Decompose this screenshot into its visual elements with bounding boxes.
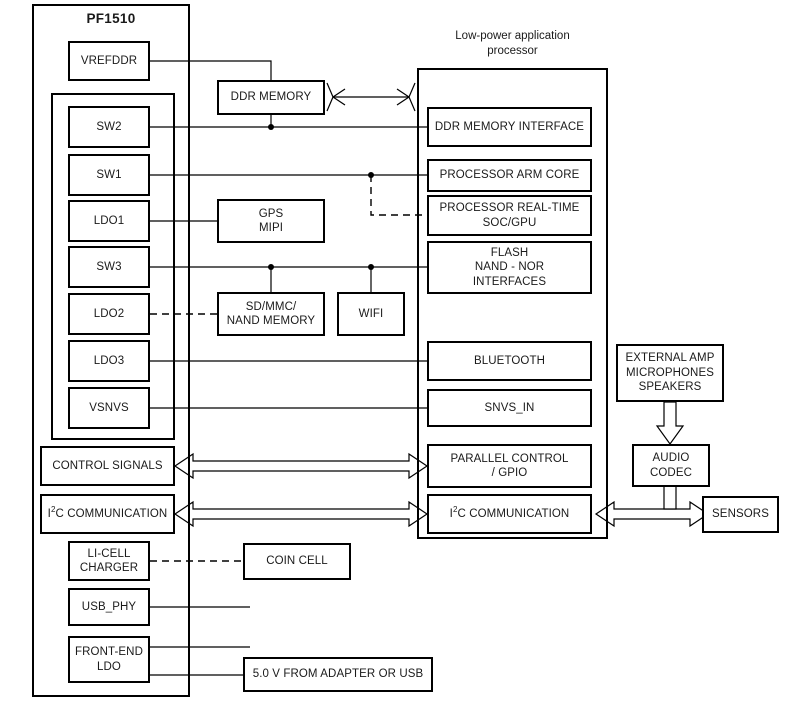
audio-line2: CODEC bbox=[649, 466, 693, 479]
li-cell-line1: LI-CELL bbox=[87, 547, 131, 560]
block-sw1[interactable]: SW1 bbox=[68, 154, 150, 196]
block-wifi[interactable]: WIFI bbox=[337, 292, 405, 336]
i2c-label-processor: I2C COMMUNICATION bbox=[449, 504, 570, 520]
block-gps-mipi[interactable]: GPS MIPI bbox=[217, 199, 325, 243]
block-ldo3[interactable]: LDO3 bbox=[68, 340, 150, 382]
pmic-outer-boundary bbox=[32, 4, 190, 697]
block-audio-codec[interactable]: AUDIO CODEC bbox=[632, 444, 710, 487]
block-vsnvs[interactable]: VSNVS bbox=[68, 387, 150, 429]
block-usb-phy[interactable]: USB_PHY bbox=[68, 588, 150, 626]
gps-line2: MIPI bbox=[258, 222, 284, 234]
block-processor-arm-core[interactable]: PROCESSOR ARM CORE bbox=[427, 159, 592, 192]
block-bluetooth[interactable]: BLUETOOTH bbox=[427, 341, 592, 381]
parallel-line1: PARALLEL CONTROL bbox=[450, 452, 569, 465]
processor-title-line1: Low-power application bbox=[455, 30, 570, 42]
regulator-group-boundary bbox=[51, 93, 175, 440]
block-sensors[interactable]: SENSORS bbox=[702, 496, 779, 533]
block-coin-cell[interactable]: COIN CELL bbox=[243, 543, 351, 580]
block-snvs-in[interactable]: SNVS_IN bbox=[427, 389, 592, 427]
parallel-line2: / GPIO bbox=[491, 467, 528, 479]
front-end-line1: FRONT-END bbox=[75, 646, 143, 659]
gps-line1: GPS bbox=[258, 207, 284, 220]
front-end-line2: LDO bbox=[97, 660, 121, 673]
block-sw2[interactable]: SW2 bbox=[68, 106, 150, 148]
sd-line2: NAND MEMORY bbox=[226, 315, 316, 327]
block-flash-nand-nor-interfaces[interactable]: FLASH NAND - NOR INTERFACES bbox=[427, 241, 592, 294]
processor-outer-boundary bbox=[417, 68, 608, 539]
block-ddr-memory[interactable]: DDR MEMORY bbox=[217, 80, 325, 115]
ext-amp-line1: EXTERNAL AMP bbox=[625, 352, 715, 365]
block-ldo2[interactable]: LDO2 bbox=[68, 293, 150, 335]
block-processor-real-time-soc-gpu[interactable]: PROCESSOR REAL-TIME SOC/GPU bbox=[427, 195, 592, 236]
realtime-line1: PROCESSOR REAL-TIME bbox=[439, 202, 580, 215]
block-external-amp-microphones-speakers[interactable]: EXTERNAL AMP MICROPHONES SPEAKERS bbox=[616, 344, 724, 402]
i2c-label-pmic: I2C COMMUNICATION bbox=[47, 504, 168, 520]
processor-title-line2: processor bbox=[487, 44, 538, 57]
block-ddr-memory-interface[interactable]: DDR MEMORY INTERFACE bbox=[427, 107, 592, 147]
audio-line1: AUDIO bbox=[652, 452, 690, 465]
block-front-end-ldo[interactable]: FRONT-END LDO bbox=[68, 636, 150, 683]
realtime-line2: SOC/GPU bbox=[482, 216, 537, 229]
flash-line1: FLASH bbox=[490, 246, 529, 259]
ext-amp-line3: SPEAKERS bbox=[638, 381, 702, 394]
block-parallel-control-gpio[interactable]: PARALLEL CONTROL / GPIO bbox=[427, 444, 592, 488]
processor-title: Low-power application processor bbox=[417, 29, 608, 59]
block-ldo1[interactable]: LDO1 bbox=[68, 200, 150, 242]
page-title: PF1510 bbox=[86, 11, 136, 26]
block-li-cell-charger[interactable]: LI-CELL CHARGER bbox=[68, 541, 150, 581]
block-sd-mmc-nand-memory[interactable]: SD/MMC/ NAND MEMORY bbox=[217, 292, 325, 336]
flash-line2: NAND - NOR bbox=[474, 261, 545, 274]
flash-line3: INTERFACES bbox=[472, 275, 547, 288]
block-adapter-5v[interactable]: 5.0 V FROM ADAPTER OR USB bbox=[243, 657, 433, 692]
ext-amp-line2: MICROPHONES bbox=[626, 366, 714, 379]
block-control-signals[interactable]: CONTROL SIGNALS bbox=[40, 446, 175, 486]
block-i2c-communication-pmic[interactable]: I2C COMMUNICATION bbox=[40, 494, 175, 534]
li-cell-line2: CHARGER bbox=[79, 562, 139, 574]
block-sw3[interactable]: SW3 bbox=[68, 246, 150, 288]
block-vrefddr[interactable]: VREFDDR bbox=[68, 41, 150, 81]
block-i2c-communication-processor[interactable]: I2C COMMUNICATION bbox=[427, 494, 592, 534]
sd-line1: SD/MMC/ bbox=[245, 300, 297, 313]
